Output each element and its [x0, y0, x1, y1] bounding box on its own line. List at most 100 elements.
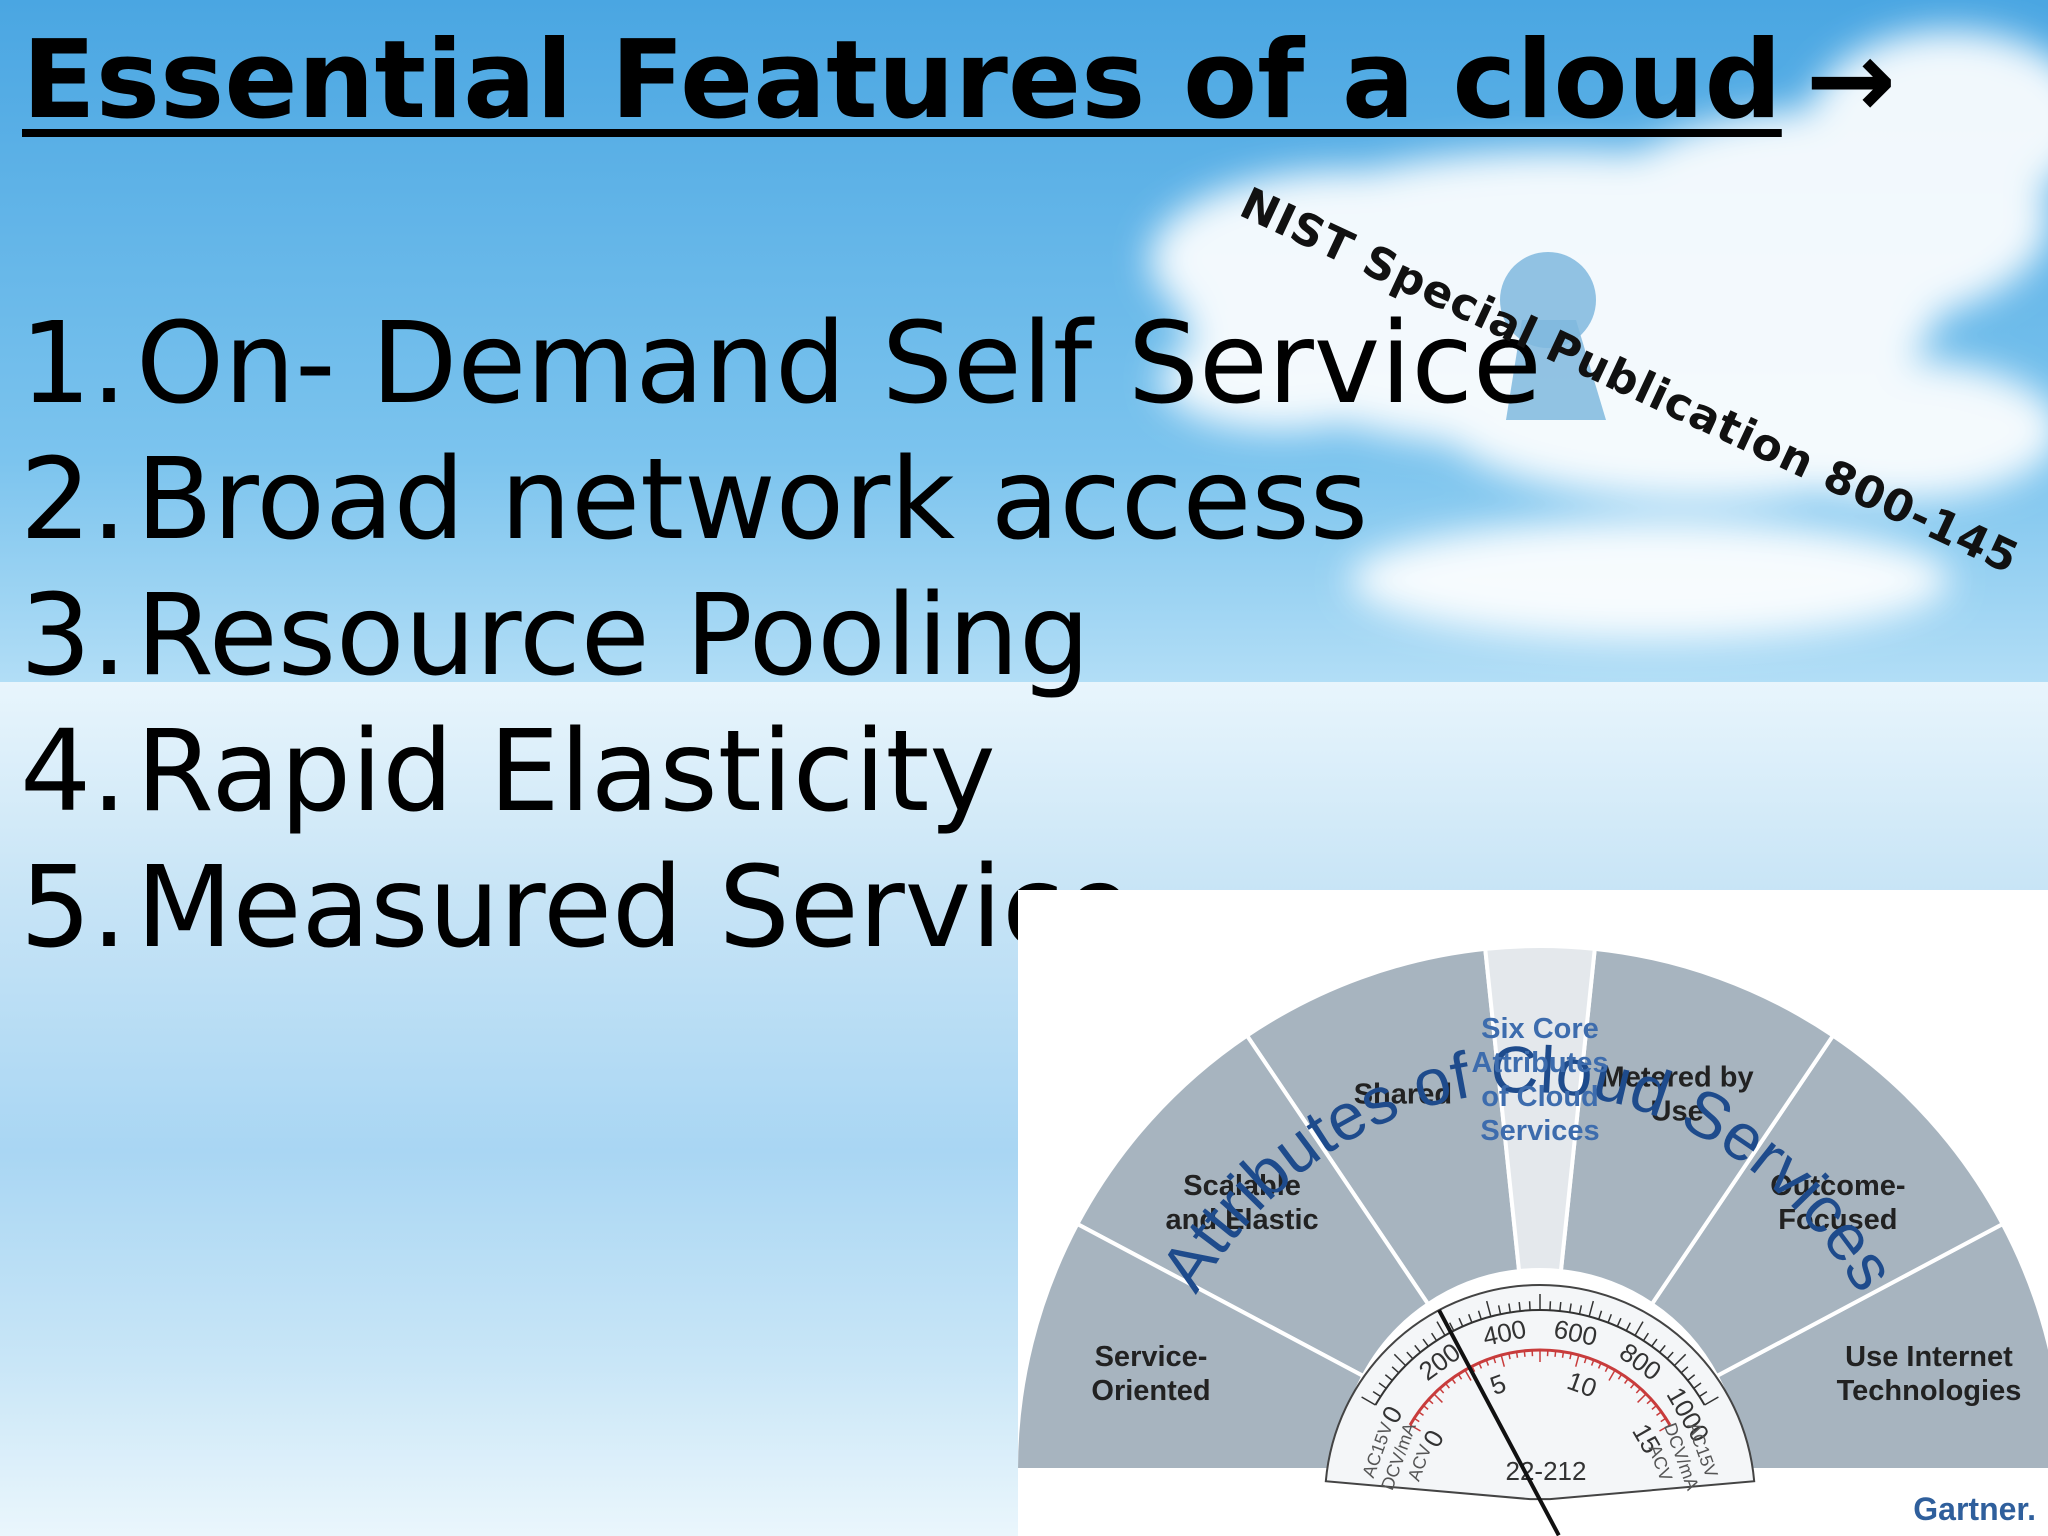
attribute-segment — [1649, 1032, 2006, 1379]
segment-label-line: Metered by — [1601, 1061, 1754, 1093]
gauge-red-tick — [1637, 1393, 1647, 1403]
segment-label-line: Use Internet — [1845, 1341, 2013, 1373]
gauge-tick — [1422, 1338, 1429, 1347]
gauge-tick — [1467, 1313, 1473, 1323]
feature-number: 3. — [20, 571, 127, 701]
gauge-red-tick — [1624, 1378, 1629, 1384]
segment-label: Service-Oriented — [1091, 1341, 1210, 1407]
gauge-red-tick — [1635, 1388, 1641, 1394]
gauge-tick — [1393, 1353, 1407, 1367]
gauge-red-tick — [1409, 1424, 1421, 1432]
gauge-red-tick — [1492, 1357, 1497, 1364]
gauge-tick — [1658, 1344, 1666, 1353]
feature-number: 1. — [20, 299, 127, 429]
gauge-red-tick — [1515, 1351, 1519, 1358]
gauge-tick — [1378, 1382, 1387, 1389]
gauge-red-tick — [1485, 1359, 1490, 1366]
gauge-tick — [1680, 1366, 1689, 1374]
gauge-tick — [1625, 1322, 1632, 1332]
gauge-red-tick — [1651, 1405, 1658, 1410]
gauge-tick — [1634, 1321, 1644, 1336]
attribute-segment — [1074, 1032, 1431, 1379]
gauge-face — [1324, 1284, 1756, 1501]
gauge-tick — [1616, 1317, 1622, 1327]
gauge-tick — [1372, 1390, 1382, 1398]
cloud-background — [1150, 30, 2048, 640]
gauge-tick — [1406, 1351, 1414, 1360]
gauge-needle — [1437, 1309, 1561, 1536]
right-arrow-icon: → — [1805, 18, 1897, 143]
gauge-red-tick — [1597, 1362, 1602, 1369]
gauge-red-tick — [1583, 1357, 1588, 1364]
gauge-red-tick — [1422, 1405, 1429, 1410]
gauge-red-tick — [1457, 1373, 1463, 1380]
gauge-tick — [1508, 1303, 1512, 1313]
center-label-line: Attributes — [1472, 1047, 1609, 1079]
gauge-tick — [1693, 1382, 1702, 1389]
feature-item-3: 3.Resource Pooling — [20, 568, 1542, 704]
gauge-red-tick — [1617, 1373, 1623, 1380]
gauge-tick — [1588, 1300, 1595, 1317]
gauge-red-tick — [1445, 1382, 1450, 1389]
gauge-tick — [1642, 1332, 1650, 1342]
gauge-tick — [1704, 1396, 1719, 1406]
feature-item-2: 2.Broad network access — [20, 432, 1542, 568]
feature-item-1: 1.On- Demand Self Service — [20, 296, 1542, 432]
center-label-line: Six Core — [1481, 1013, 1599, 1045]
attribute-segment — [1244, 946, 1522, 1307]
gauge-red-tick — [1590, 1359, 1595, 1366]
gauge-red-tick — [1646, 1399, 1652, 1405]
gauge-tick — [1458, 1317, 1464, 1327]
segment-label-line: and Elastic — [1166, 1204, 1319, 1236]
gauge-red-tick — [1451, 1378, 1456, 1384]
segment-label-line: Scalable — [1183, 1170, 1301, 1202]
gauge-red-tick — [1523, 1350, 1526, 1357]
gauge-scale-arc — [1374, 1309, 1706, 1406]
gauge-red-tick — [1464, 1369, 1472, 1381]
gauge-red-tick — [1660, 1417, 1667, 1423]
gauge-tick — [1414, 1344, 1422, 1353]
gauge-tick — [1673, 1353, 1687, 1367]
gauge-red-tick — [1439, 1388, 1445, 1394]
gauge-tick — [1666, 1351, 1674, 1360]
feature-text: Measured Service — [136, 843, 1133, 973]
gauge-tick — [1687, 1374, 1696, 1382]
gauge-tick — [1436, 1321, 1446, 1336]
gauge-red-tick — [1604, 1366, 1609, 1373]
gauge-red-tick — [1554, 1350, 1557, 1357]
gauge-tick — [1578, 1305, 1583, 1315]
feature-text: Broad network access — [136, 435, 1369, 565]
segment-group — [1018, 944, 2048, 1472]
feature-item-5: 5.Measured Service — [20, 840, 1542, 976]
gauge-red-tick — [1433, 1393, 1443, 1403]
gauge-red-tick — [1500, 1354, 1506, 1367]
gauge-tick — [1607, 1313, 1613, 1323]
gauge-red-tick — [1508, 1353, 1511, 1360]
attribute-segment — [1558, 946, 1836, 1307]
segment-label-line: Use — [1651, 1095, 1704, 1127]
segment-label-line: Outcome- — [1770, 1170, 1905, 1202]
segment-label: Shared — [1354, 1078, 1452, 1110]
slide-title-text: Essential Features of a cloud — [22, 18, 1782, 143]
gauge-red-tick — [1478, 1362, 1483, 1369]
gauge-red-tick — [1418, 1411, 1424, 1416]
segment-label-line: Oriented — [1091, 1375, 1210, 1407]
gauge-red-tick — [1574, 1354, 1580, 1367]
gauge-tick — [1497, 1305, 1502, 1315]
feature-list: 1.On- Demand Self Service 2.Broad networ… — [20, 296, 1542, 976]
segment-label-line: Service- — [1095, 1341, 1208, 1373]
gauge-tick — [1391, 1366, 1400, 1374]
gauge-tick — [1361, 1396, 1376, 1406]
gauge-red-tick — [1471, 1366, 1476, 1373]
gauge-tick — [1568, 1303, 1572, 1313]
gauge-tick — [1559, 1302, 1562, 1312]
gauge-tick — [1651, 1338, 1658, 1347]
